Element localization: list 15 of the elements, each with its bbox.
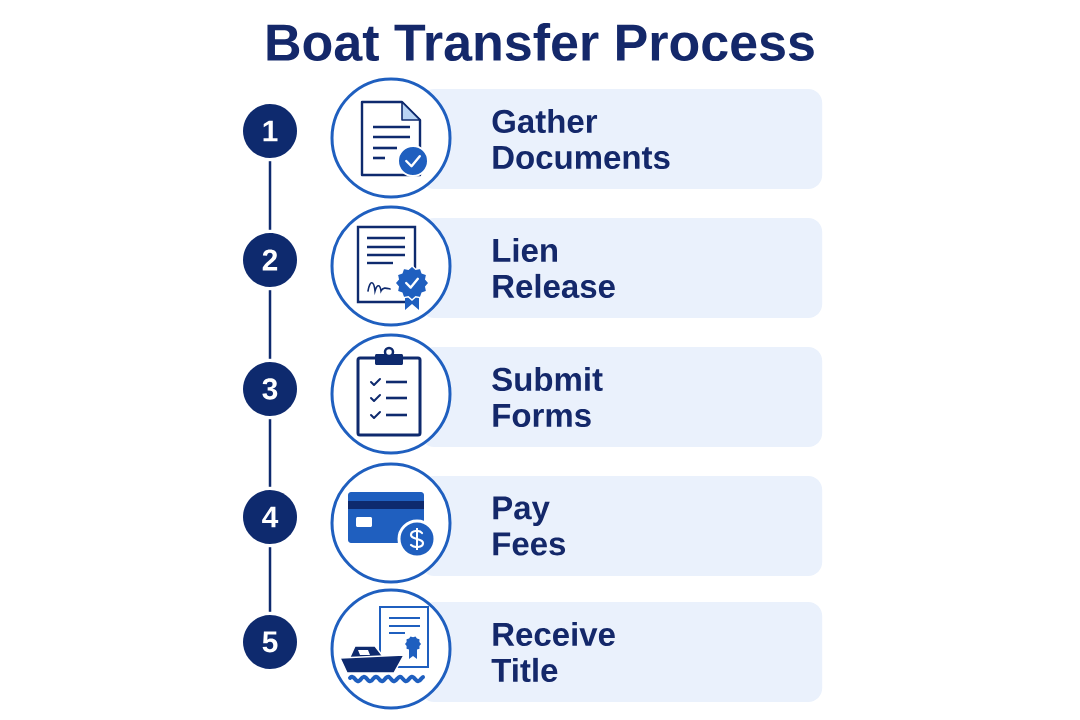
step-number: 4 (243, 490, 297, 544)
connector-line (268, 419, 272, 487)
step-card: Gather Documents (420, 89, 823, 189)
connector-line (268, 161, 272, 230)
step-card: Receive Title (420, 602, 823, 702)
step-card: Pay Fees (420, 476, 823, 576)
step-card: Lien Release (420, 218, 823, 318)
step-card: Submit Forms (420, 347, 823, 447)
step-number: 3 (243, 362, 297, 416)
step-number: 5 (243, 615, 297, 669)
connector-line (268, 290, 272, 359)
step-number: 1 (243, 104, 297, 158)
step-number: 2 (243, 233, 297, 287)
title: Boat Transfer Process (267, 22, 814, 62)
connector-line (268, 547, 272, 612)
